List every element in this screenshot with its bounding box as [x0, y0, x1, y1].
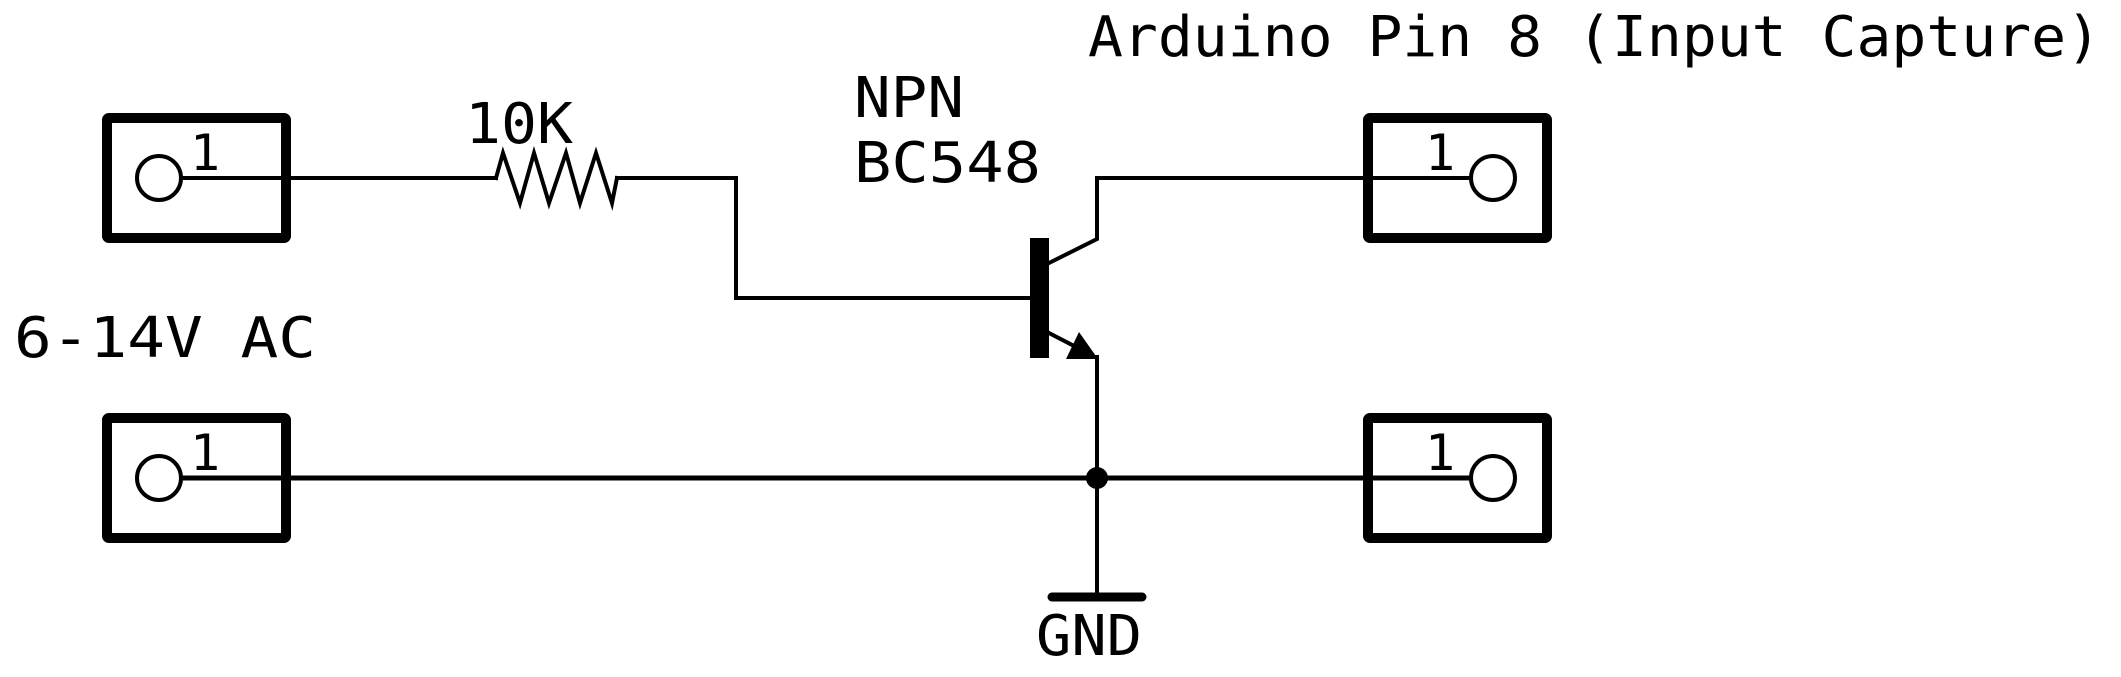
- connector-pad: [1469, 454, 1517, 502]
- ac-input-label: 6-14V AC: [14, 306, 316, 371]
- pin-number: 1: [1425, 124, 1455, 182]
- ground-label: GND: [1036, 604, 1142, 669]
- junction-dot: [1086, 467, 1108, 489]
- emitter-arrow-icon: [1066, 332, 1098, 359]
- transistor-type-label: NPN: [854, 66, 964, 131]
- connector-input-bottom: 1: [102, 413, 291, 543]
- connector-pad: [135, 154, 183, 202]
- connector-pad: [135, 454, 183, 502]
- transistor-part-label: BC548: [854, 131, 1041, 196]
- npn-transistor-symbol: [1030, 176, 1099, 359]
- transistor-base-bar: [1030, 238, 1049, 358]
- wire-resistor-to-base: [615, 176, 1032, 300]
- pin-number: 1: [190, 124, 220, 182]
- transistor-collector: [1046, 176, 1099, 266]
- resistor-value-label: 10K: [465, 92, 573, 157]
- resistor-symbol: [493, 145, 620, 211]
- arduino-pin-label: Arduino Pin 8 (Input Capture): [1088, 5, 2101, 70]
- connector-output-bottom: 1: [1363, 413, 1552, 543]
- pin-number: 1: [1425, 424, 1455, 482]
- pin-number: 1: [190, 424, 220, 482]
- connector-pad: [1469, 154, 1517, 202]
